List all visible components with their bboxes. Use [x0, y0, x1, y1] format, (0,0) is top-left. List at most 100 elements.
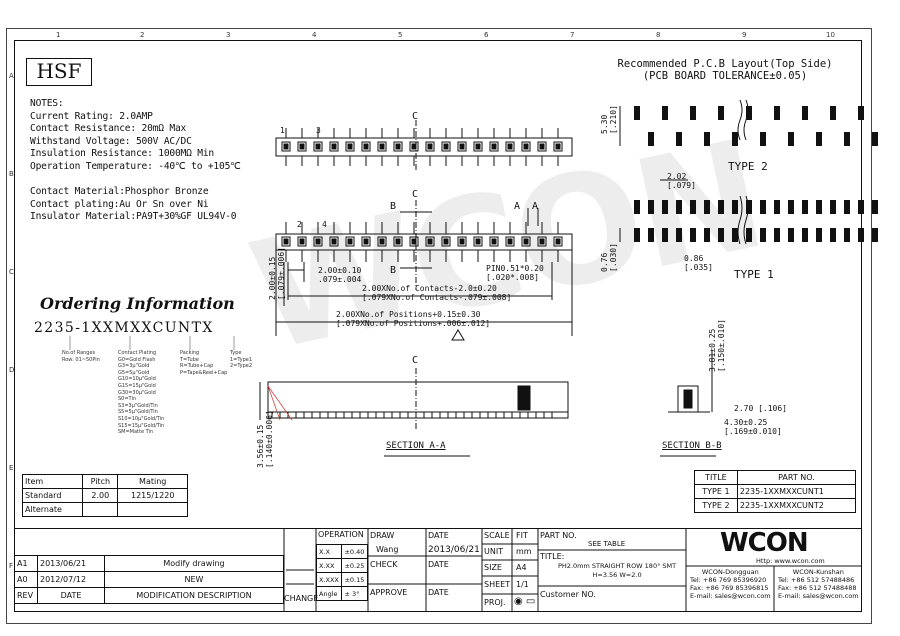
pcb-layout [619, 99, 878, 245]
pin-square [443, 238, 449, 245]
ordering-option-line: Contact Plating [118, 350, 157, 356]
pcb-pad [676, 200, 682, 214]
pcb-pad [858, 200, 864, 214]
pin-label-3: 3 [316, 126, 321, 135]
date-label-approve: DATE [428, 588, 449, 597]
section-a-a-view [259, 368, 569, 457]
ordering-option-line: 2=Type2 [230, 363, 253, 370]
pcb-pad [830, 228, 836, 242]
pin-square [379, 143, 385, 150]
pcb-pad [662, 200, 668, 214]
pcb-pad [704, 132, 710, 146]
pcb-pad [816, 228, 822, 242]
pcb-pad [690, 106, 696, 120]
zone-2: 2 [140, 31, 145, 39]
note-line: Operation Temperature: -40℃ to +105℃ [30, 160, 241, 172]
housing-front-view [275, 233, 573, 251]
ordering-option-line: S10=10μ"Gold/Tin [118, 415, 165, 422]
section-b-b-view [660, 350, 716, 457]
pin-cavity [425, 236, 435, 247]
zone-9: 9 [742, 31, 747, 39]
pcb-pad [746, 106, 752, 120]
ordering-option-line: Type [230, 350, 242, 356]
sheet-value: 1/1 [516, 580, 529, 589]
dim-sb2: 4.30±0.25 [.169±0.010] [724, 418, 782, 436]
pin-cavity [489, 141, 499, 152]
pcb-pad [830, 106, 836, 120]
pcb-pad [648, 132, 654, 146]
sheet-label: SHEET [484, 580, 511, 589]
pin-square [299, 238, 305, 245]
housing-top-view [275, 137, 573, 157]
spec-cell: Alternate [21, 502, 84, 517]
connector-front-view [275, 200, 573, 336]
pin-square [379, 238, 385, 245]
pin-cavity [361, 141, 371, 152]
scale-value: FIT [516, 531, 528, 540]
dim-pcb-w: 0.86 [.035] [684, 254, 713, 272]
section-contact-foot [287, 411, 297, 419]
section-contact-foot [303, 411, 313, 419]
pcb-pad [802, 200, 808, 214]
unit-label: UNIT [484, 547, 504, 556]
section-contact-foot [367, 411, 377, 419]
ordering-title: Ordering Information [40, 294, 235, 313]
rev-header-desc: MODIFICATION DESCRIPTION [104, 587, 284, 604]
pcb-tolerance-text: (PCB BOARD TOLERANCE±0.05) [642, 70, 808, 82]
pin-square [283, 143, 289, 150]
pin-square [395, 238, 401, 245]
pcb-pad [816, 200, 822, 214]
zone-7: 7 [570, 31, 575, 39]
section-contact-foot [463, 411, 473, 419]
outer-border [6, 28, 872, 624]
ordering-option-line: G5=5μ"Gold [118, 369, 150, 376]
zone-d: D [9, 366, 15, 374]
pin-cavity [377, 236, 387, 247]
office-kunshan: WCON-Kunshan Tel: +86 512 57488486 Fax: … [778, 568, 859, 600]
zone-a: A [9, 72, 14, 80]
note-line: Current Rating: 2.0AMP [30, 110, 153, 122]
ordering-leaders [69, 336, 235, 350]
pin-square [555, 238, 561, 245]
zone-1: 1 [56, 31, 61, 39]
zone-c: C [9, 268, 14, 276]
ordering-option-line: Row: 01~50Pin [62, 356, 100, 363]
pin-square [555, 143, 561, 150]
note-line: Insulator Material:PA9T+30%GF UL94V-0 [30, 211, 237, 223]
pcb-break-mark [737, 195, 743, 245]
ordering-option-line: G30=30μ"Gold [118, 389, 156, 396]
zone-b: B [9, 170, 14, 178]
pin-cavity [553, 236, 563, 247]
zone-3: 3 [226, 31, 231, 39]
section-mark-a-2: A [532, 201, 539, 212]
drawing-frame [14, 40, 862, 612]
pcb-pad [830, 200, 836, 214]
ordering-option-line: 1=Type1 [230, 356, 253, 363]
size-label: SIZE [484, 563, 502, 572]
pcb-pad [844, 132, 850, 146]
spec-table: Item Pitch Mating Standard 2.00 1215/122… [21, 474, 188, 517]
pin-square [427, 238, 433, 245]
section-contact-foot [351, 411, 361, 419]
ordering-option-line: S5=5μ"Gold/Tin [118, 409, 158, 416]
office-2-mail: E-mail: sales@wcon.com [778, 592, 859, 600]
office-1-fax: Fax: +86 769 85396815 [690, 584, 769, 592]
pcb-pad [746, 228, 752, 242]
date-value: 2013/06/21 [428, 545, 480, 555]
warning-triangle [451, 329, 465, 341]
section-contact-foot [399, 411, 409, 419]
pin-cavity [537, 141, 547, 152]
unit-value: mm [516, 547, 532, 556]
pin-cavity [345, 236, 355, 247]
ordering-option-line: G3=3μ"Gold [118, 363, 150, 370]
pin-square [539, 143, 545, 150]
pin-label-1: 1 [280, 126, 285, 135]
date-label-check: DATE [428, 560, 449, 569]
ordering-option-line: S0=Tin [118, 396, 137, 403]
pcb-pad [802, 106, 808, 120]
section-contact-foot [319, 411, 329, 419]
pin-cavity [521, 141, 531, 152]
